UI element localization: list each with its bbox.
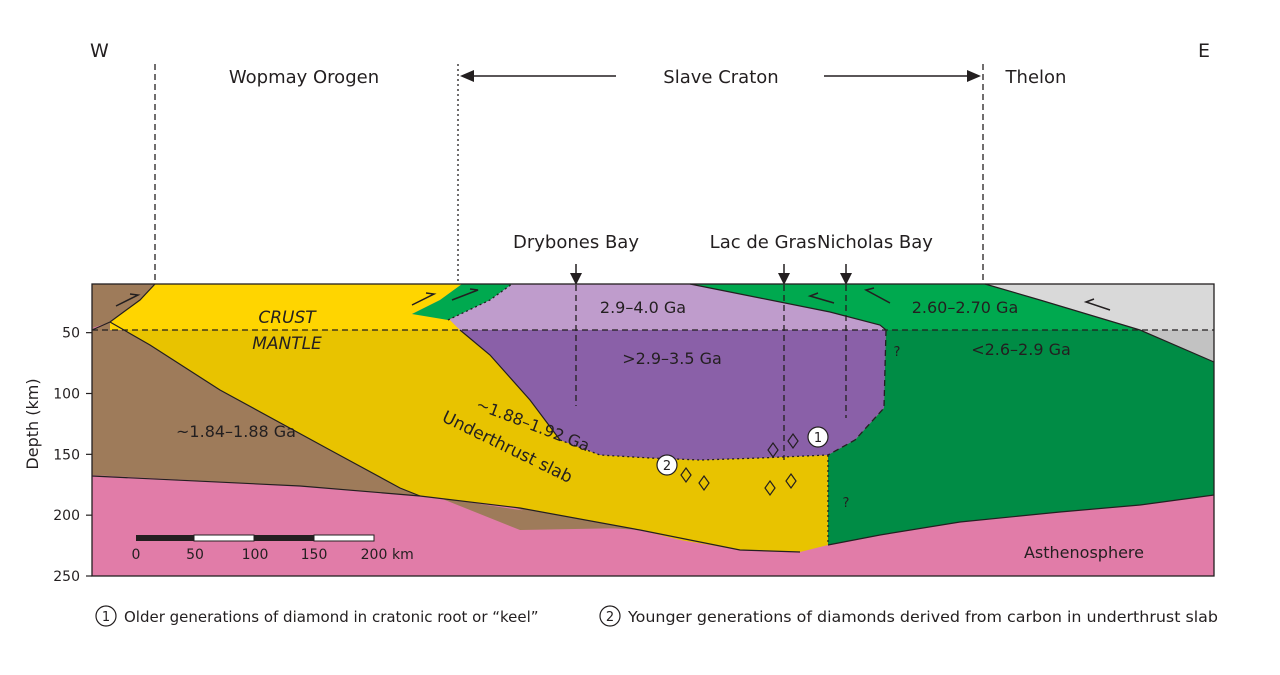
- terrane-wopmay: Wopmay Orogen: [229, 67, 379, 88]
- question-mark-lower: ?: [843, 496, 850, 511]
- crust-label: CRUST: [258, 308, 317, 328]
- west-crust-sliver-unit: [412, 284, 512, 320]
- diamond-icon: [764, 479, 776, 497]
- unit-boundaries: [91, 283, 1215, 577]
- slave-craton-span-arrows: [460, 70, 981, 82]
- legend-item-1: Older generations of diamond in cratonic…: [124, 608, 539, 626]
- terrane-boundaries: [154, 64, 984, 284]
- diamond-icon: [787, 432, 799, 450]
- scale-label-0: 0: [132, 547, 141, 563]
- marker-two: 2: [656, 454, 678, 476]
- scale-label-100: 100: [242, 547, 269, 563]
- geologic-units: [92, 284, 1214, 576]
- diamond-icon: [767, 441, 779, 459]
- wopmay-crust-unit: [110, 284, 462, 330]
- diamond-icon: [698, 474, 710, 492]
- depth-tick-label: 200: [53, 508, 80, 524]
- compass-west: W: [90, 40, 109, 62]
- slave-mantle-age: >2.9–3.5 Ga: [622, 349, 722, 368]
- slave-crust-unit: [450, 284, 886, 330]
- depth-tick-label: 250: [53, 569, 80, 585]
- diamond-symbols: [680, 432, 799, 497]
- slave-mantle-unit: [460, 330, 886, 460]
- east-crust-age: 2.60–2.70 Ga: [912, 298, 1019, 317]
- locality-markers: [570, 264, 852, 460]
- diamond-icon: [680, 466, 692, 484]
- scale-label-50: 50: [186, 547, 204, 563]
- east-mantle-age: <2.6–2.9 Ga: [971, 340, 1071, 359]
- marker-two-text: 2: [663, 459, 671, 474]
- depth-axis: Depth (km) 50 100 150 200 250: [23, 326, 92, 585]
- legend: 1 Older generations of diamond in craton…: [95, 605, 1218, 627]
- east-crust-unit: [690, 284, 1140, 330]
- marker-one-text: 1: [814, 431, 822, 446]
- depth-tick-label: 150: [53, 447, 80, 463]
- compass-east: E: [1198, 40, 1210, 62]
- thrust-arrows: [115, 287, 1111, 311]
- legend-item-2: Younger generations of diamonds derived …: [627, 608, 1218, 626]
- scale-bar: 0 50 100 150 200 km: [132, 534, 414, 563]
- locality-drybones: Drybones Bay: [513, 232, 639, 253]
- asthenosphere-label: Asthenosphere: [1024, 543, 1144, 562]
- depth-tick-label: 100: [53, 387, 80, 403]
- terrane-slave: Slave Craton: [663, 67, 778, 88]
- locality-nicholas: Nicholas Bay: [817, 232, 933, 253]
- scale-label-200: 200: [361, 547, 388, 563]
- question-mark-upper: ?: [894, 345, 901, 360]
- wopmay-lithosphere-unit: [92, 284, 640, 530]
- terrane-thelon: Thelon: [1005, 67, 1067, 88]
- diamond-icon: [785, 472, 797, 490]
- marker-one: 1: [807, 426, 829, 448]
- legend-marker-two: 2: [606, 610, 614, 625]
- underthrust-slab-unit: [110, 322, 828, 552]
- mantle-label: MANTLE: [252, 334, 322, 354]
- depth-tick-label: 50: [62, 326, 80, 342]
- east-mantle-unit: [828, 330, 1214, 545]
- depth-axis-label: Depth (km): [23, 378, 42, 469]
- scale-unit: km: [392, 547, 414, 563]
- wopmay-age: ~1.84–1.88 Ga: [176, 422, 296, 441]
- scale-label-150: 150: [301, 547, 328, 563]
- locality-lacdegras: Lac de Gras: [710, 232, 817, 253]
- slave-crust-age: 2.9–4.0 Ga: [600, 298, 686, 317]
- legend-marker-one: 1: [102, 610, 110, 625]
